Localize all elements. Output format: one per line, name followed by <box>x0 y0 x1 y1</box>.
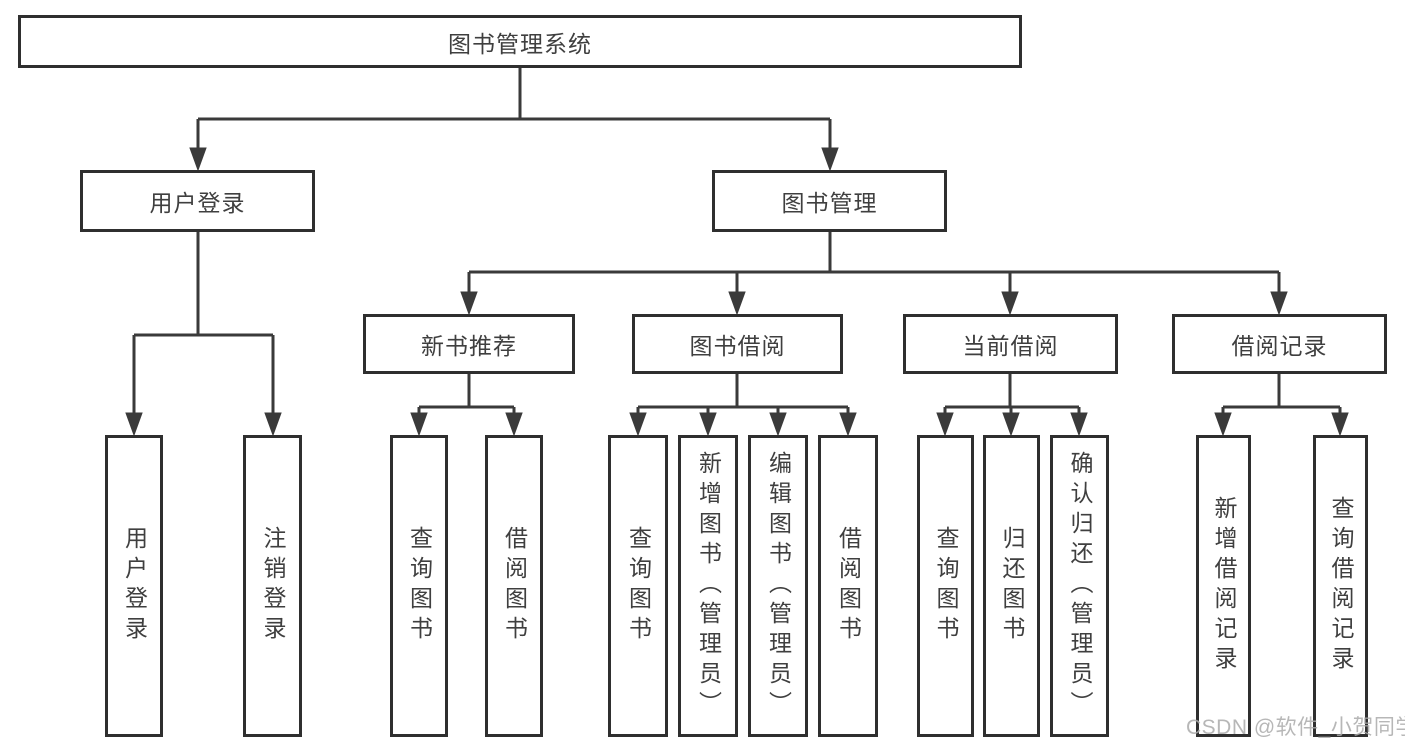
leaf-user-login: 用户登录 <box>105 435 163 737</box>
leaf-bb-query-books: 查询图书 <box>608 435 668 737</box>
connector-new-book-children <box>410 374 523 437</box>
leaf-logout: 注销登录 <box>243 435 302 737</box>
connector-book-borrowing-children <box>629 374 857 437</box>
node-root-system: 图书管理系统 <box>18 15 1022 68</box>
connector-root-to-level2 <box>189 68 839 172</box>
leaf-nb-query-books: 查询图书 <box>390 435 448 737</box>
connector-user-login-children <box>125 232 282 437</box>
leaf-bb-borrow-books: 借阅图书 <box>818 435 878 737</box>
node-book-borrowing: 图书借阅 <box>632 314 843 374</box>
leaf-bb-add-books-admin: 新增图书（管理员） <box>678 435 738 737</box>
node-borrowing-records: 借阅记录 <box>1172 314 1387 374</box>
connector-book-management-children <box>460 232 1288 316</box>
leaf-cb-query-books: 查询图书 <box>917 435 974 737</box>
leaf-bb-edit-books-admin: 编辑图书（管理员） <box>748 435 808 737</box>
node-book-management: 图书管理 <box>712 170 947 232</box>
leaf-nb-borrow-books: 借阅图书 <box>485 435 543 737</box>
node-user-login: 用户登录 <box>80 170 315 232</box>
leaf-cb-return-books: 归还图书 <box>983 435 1040 737</box>
leaf-cb-confirm-return-admin: 确认归还（管理员） <box>1050 435 1109 737</box>
leaf-br-query-record: 查询借阅记录 <box>1313 435 1368 737</box>
node-new-book-recommend: 新书推荐 <box>363 314 575 374</box>
leaf-br-add-record: 新增借阅记录 <box>1196 435 1251 737</box>
watermark-text: CSDN @软件_小贺同学 <box>1186 716 1405 739</box>
connector-borrowing-records-children <box>1214 374 1349 437</box>
node-current-borrowing: 当前借阅 <box>903 314 1118 374</box>
connector-current-borrowing-children <box>936 374 1088 437</box>
